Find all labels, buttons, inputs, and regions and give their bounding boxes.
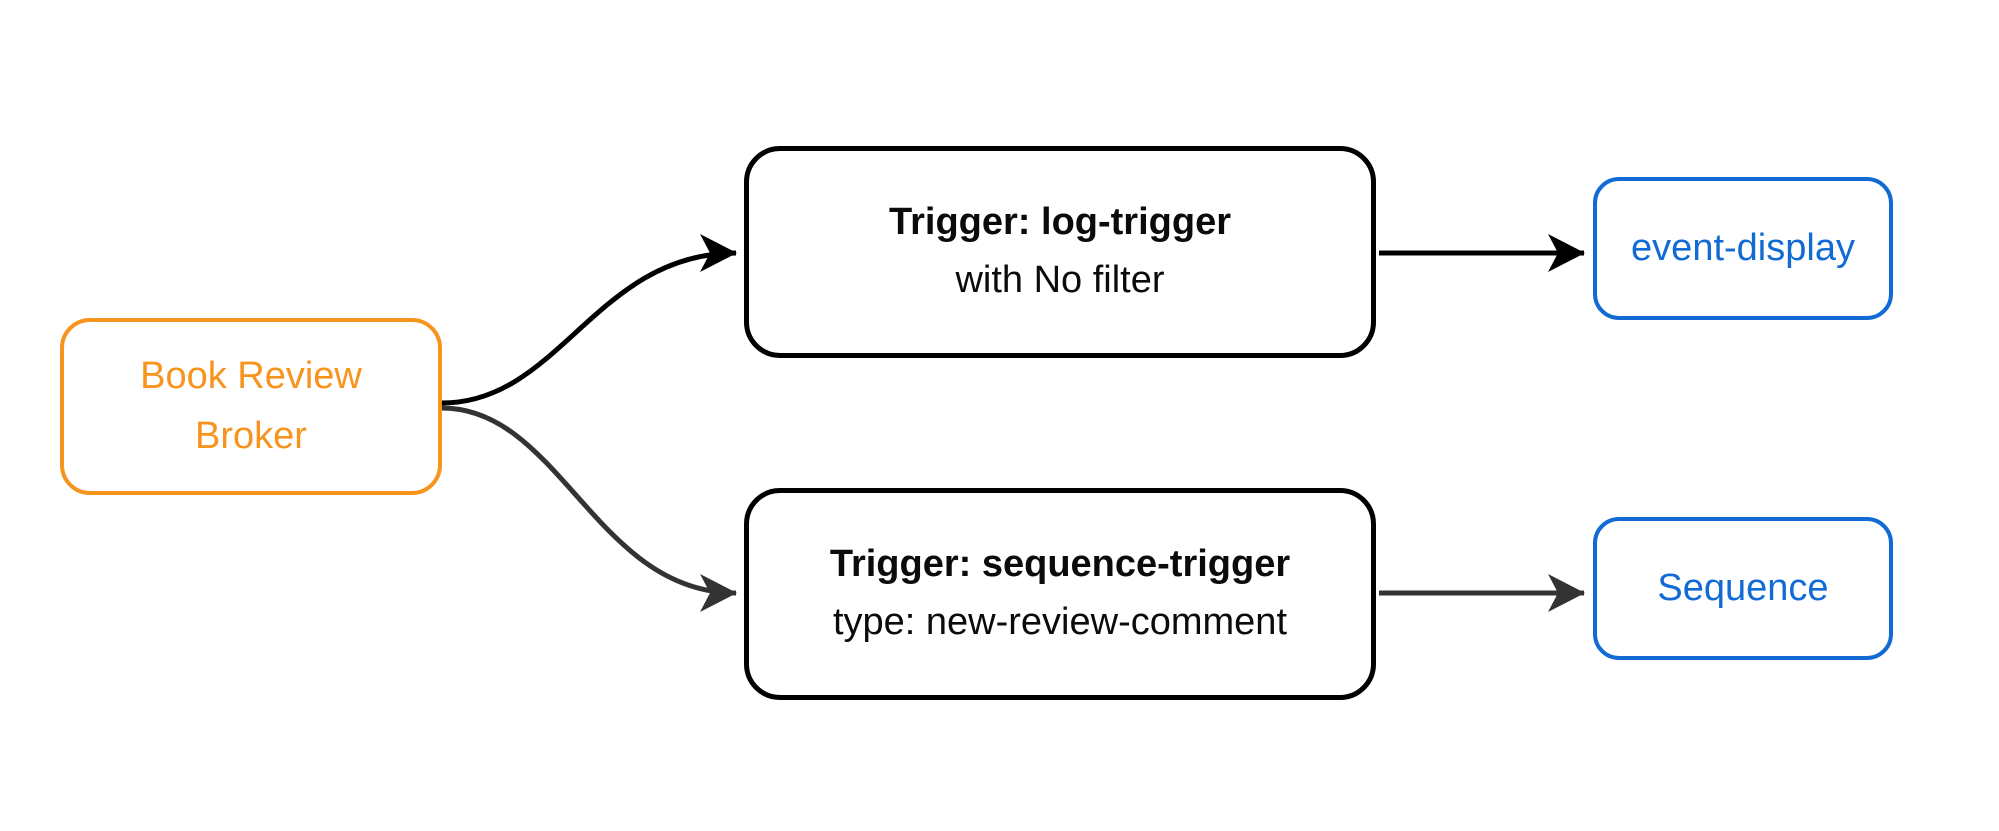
node-sequence-trigger: Trigger: sequence-trigger type: new-revi… (744, 488, 1376, 700)
node-label-line: Broker (195, 414, 307, 457)
node-title: Trigger: sequence-trigger (829, 543, 1291, 586)
node-event-display: event-display (1593, 177, 1893, 320)
node-label: event-display (1631, 226, 1855, 269)
node-log-trigger: Trigger: log-trigger with No filter (744, 146, 1376, 358)
node-label: Sequence (1657, 566, 1829, 609)
node-label-line: Book Review (140, 354, 362, 397)
node-subtitle: with No filter (955, 259, 1165, 301)
node-subtitle: type: new-review-comment (832, 601, 1288, 643)
edge-broker-to-sequence-trigger (441, 405, 737, 612)
edge-broker-to-log-trigger (441, 234, 737, 406)
node-book-review-broker: Book Review Broker (60, 318, 442, 495)
node-sequence: Sequence (1593, 517, 1893, 660)
node-title: Trigger: log-trigger (889, 201, 1231, 244)
